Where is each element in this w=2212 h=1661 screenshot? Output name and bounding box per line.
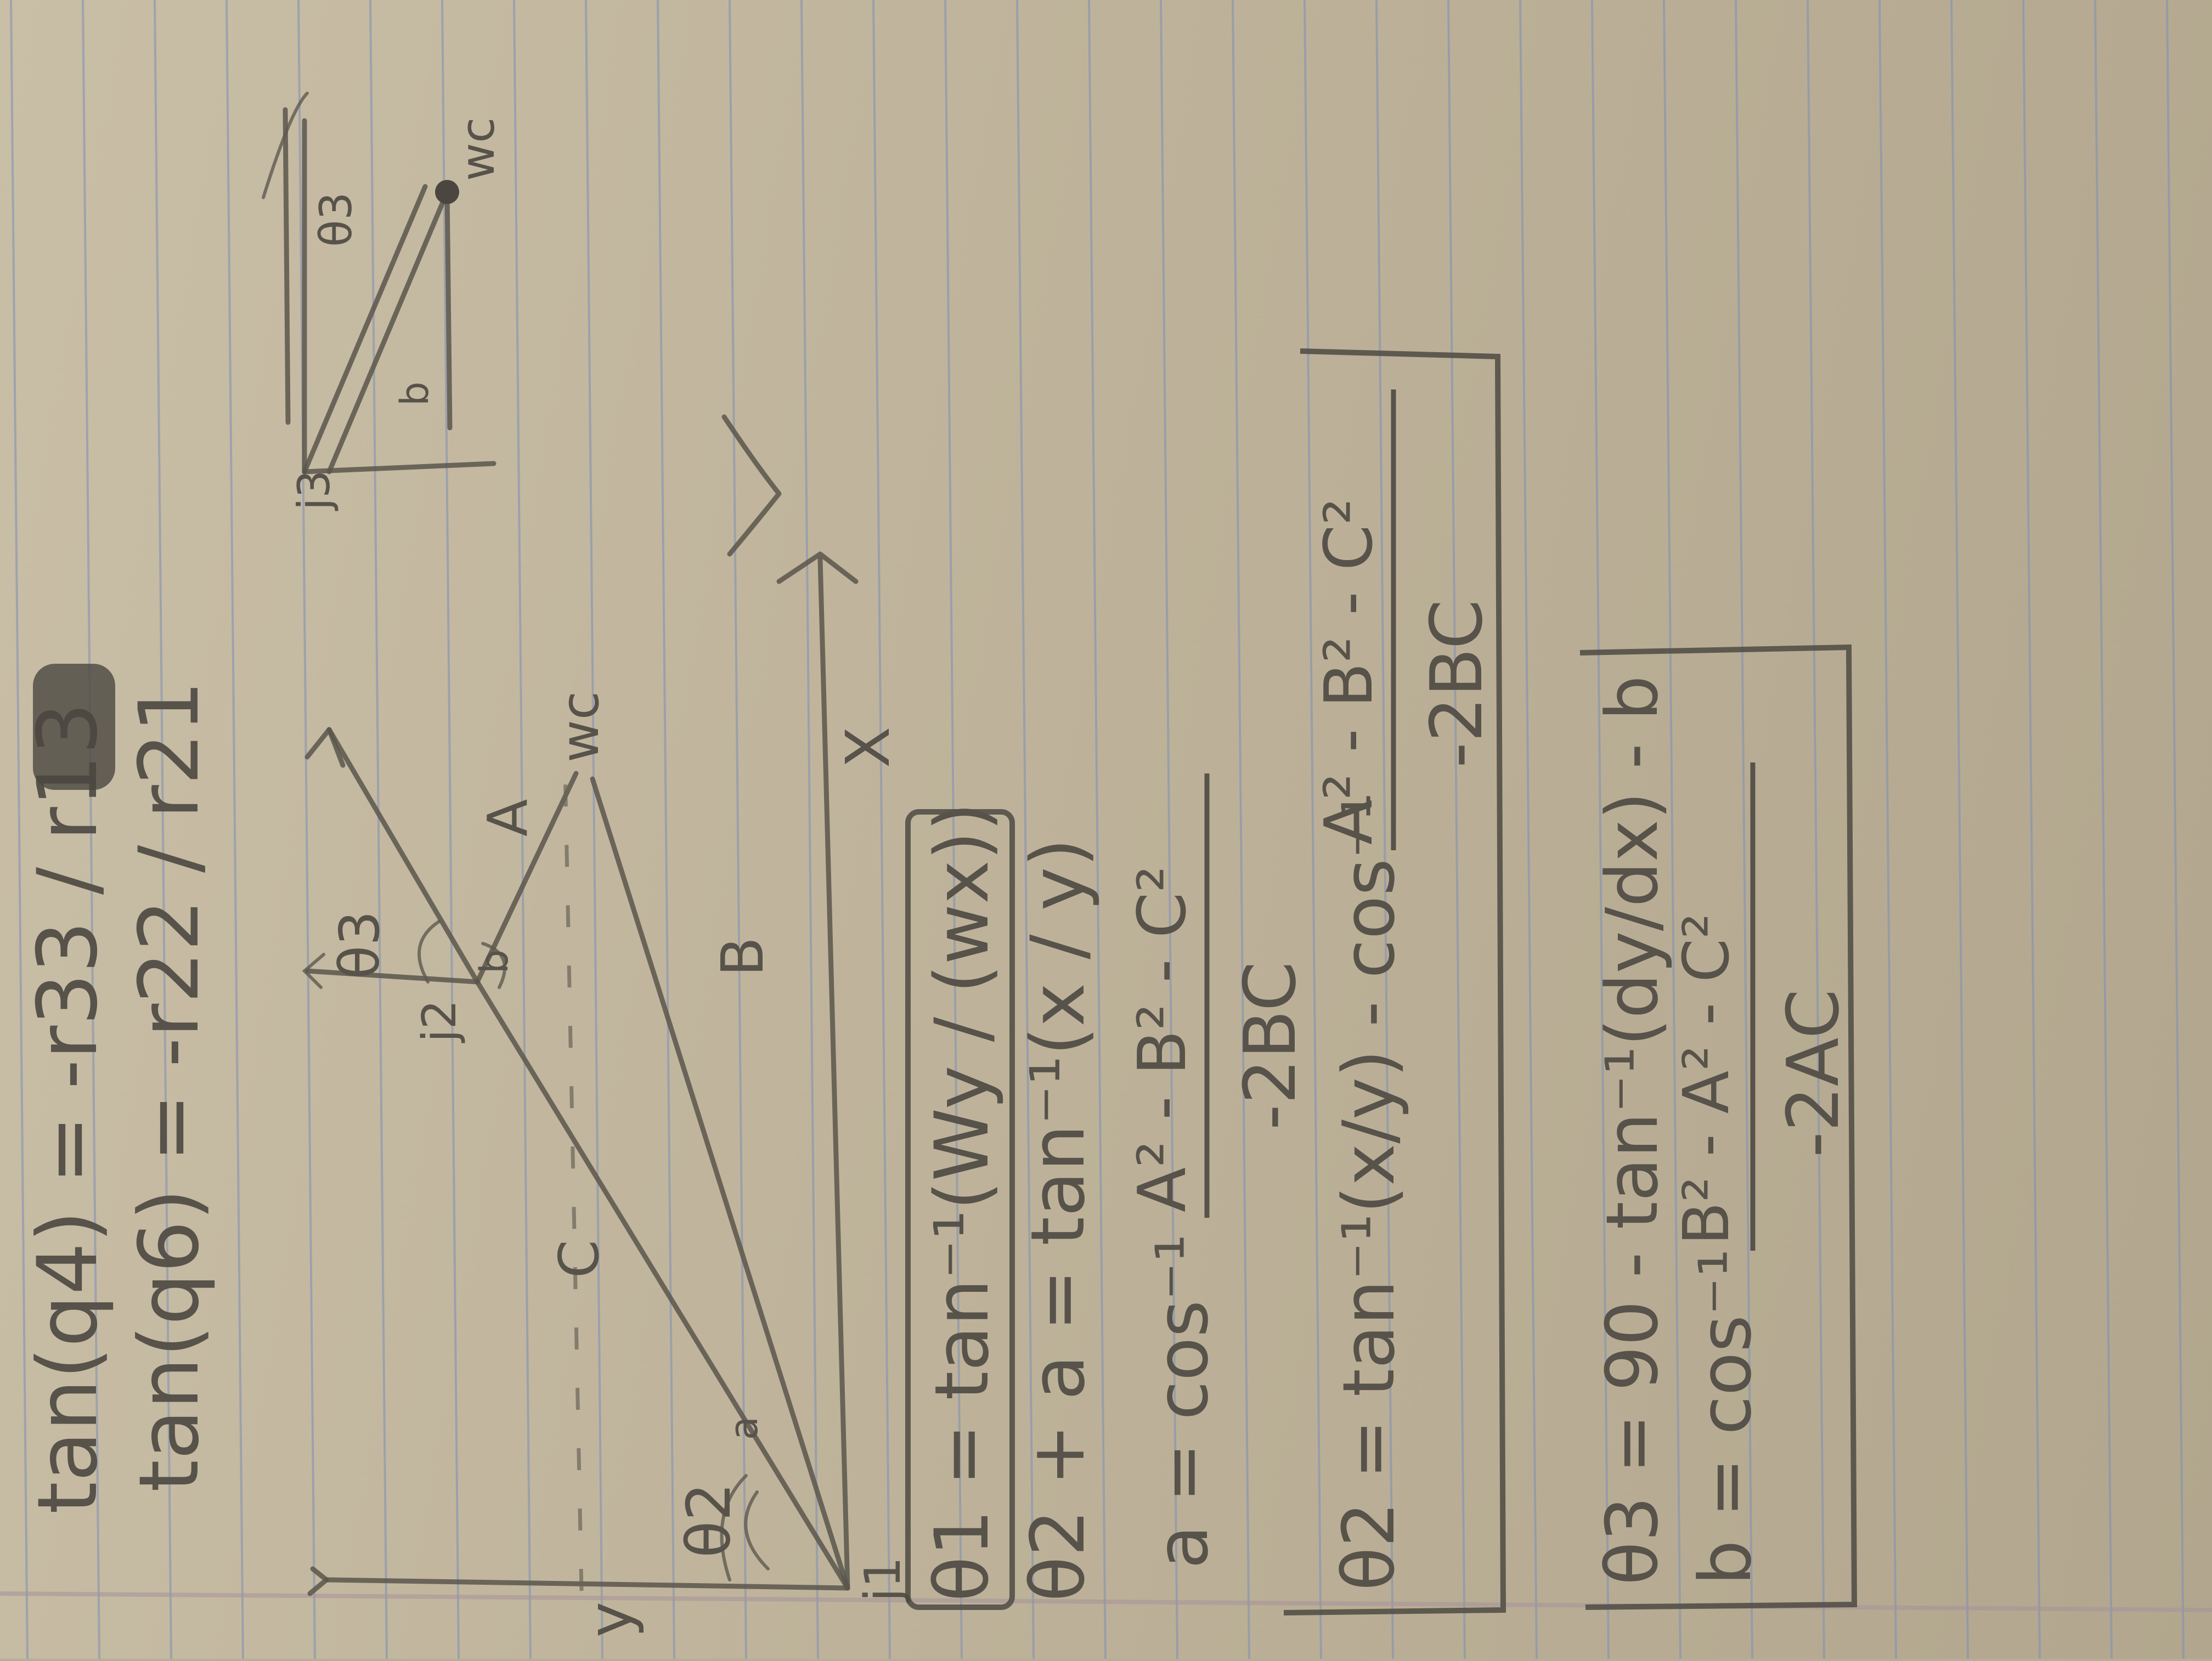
inset-label-theta3: θ3 <box>311 192 362 247</box>
rule-line <box>2166 0 2185 1659</box>
header-line-1: tan(q4) = -r33 / r13 <box>20 702 116 1514</box>
link-a-upper-line <box>326 727 480 985</box>
eq5-box <box>1579 644 1858 1610</box>
header-line-2: tan(q6) = -r22 / r21 <box>122 680 217 1492</box>
label-angle-b: b <box>472 950 517 974</box>
label-theta3: θ3 <box>328 911 392 979</box>
angle-b-arc <box>481 942 506 989</box>
rule-line <box>800 0 819 1659</box>
eq-column-1: θ1 = tan⁻¹(Wy / (wx)) θ2 + a = tan⁻¹(x /… <box>919 803 1101 1602</box>
eq6-lhs: b = cos⁻¹ <box>1684 1248 1767 1585</box>
eq-theta3: θ3 = 90 - tan⁻¹(dy/dx) - b b = cos⁻¹ B² … <box>1590 675 1855 1585</box>
rule-line <box>369 0 388 1659</box>
rule-line <box>1160 0 1178 1659</box>
rule-line <box>1519 0 1538 1659</box>
label-j1: j1 <box>854 1557 912 1603</box>
theta3-arc <box>417 920 441 984</box>
rule-line <box>225 0 244 1659</box>
label-angle-a: a <box>721 1416 766 1440</box>
inset-link-line <box>326 189 450 474</box>
eq5-text: θ3 = 90 - tan⁻¹(dy/dx) - b <box>1590 675 1674 1585</box>
eq4-numerator: A² - B² - C² <box>1311 498 1387 845</box>
label-side-B: B <box>709 937 776 976</box>
header-equations: tan(q4) = -r33 / r13 tan(q6) = -r22 / r2… <box>20 680 217 1514</box>
rule-line <box>944 0 963 1659</box>
rule-line <box>441 0 460 1659</box>
inset-base-line <box>302 461 496 474</box>
eq-a-definition: a = cos⁻¹ A² - B² - C² -2BC <box>1125 773 1312 1569</box>
theta2-arc <box>720 1474 748 1581</box>
rule-line <box>1591 0 1610 1659</box>
rule-line <box>10 0 29 1659</box>
label-side-C: C <box>547 1240 611 1278</box>
angle-a-arc <box>744 1490 770 1570</box>
inset-bracket <box>721 414 782 557</box>
rule-line <box>1447 0 1466 1659</box>
x-axis-arrow <box>776 551 859 584</box>
inset-label-wc: wc <box>451 117 505 181</box>
inset-shade-line-2 <box>283 107 291 425</box>
label-axis-y: y <box>575 1602 645 1637</box>
rule-line <box>297 0 316 1659</box>
eq3-numerator: A² - B² - C² <box>1125 866 1201 1212</box>
link-c-line <box>475 979 850 1591</box>
eq4-denominator: -2BC <box>1415 600 1498 768</box>
rule-line <box>729 0 747 1659</box>
label-theta2: θ2 <box>674 1483 744 1558</box>
j2-vertical-arrow <box>302 953 325 989</box>
inset-vertical-line <box>444 189 453 431</box>
eq4-lhs: θ2 = tan⁻¹(x/y) - cos⁻¹ <box>1327 792 1410 1591</box>
inset-link-line-2 <box>302 184 428 474</box>
y-axis-line <box>324 1577 850 1591</box>
rule-line <box>154 0 172 1659</box>
rule-line <box>1088 0 1107 1659</box>
y-axis-arrow <box>307 1566 329 1596</box>
ruled-lines <box>10 0 2185 1659</box>
eq6-numerator: B² - A² - C² <box>1670 913 1743 1245</box>
rule-line <box>1807 0 1825 1659</box>
rule-line <box>657 0 675 1659</box>
rule-line <box>1232 0 1250 1659</box>
eq6-denominator: -2AC <box>1771 989 1855 1157</box>
rule-line <box>1304 0 1322 1659</box>
eq1-box <box>905 809 1015 1610</box>
rule-line <box>2022 0 2041 1659</box>
rule-line <box>1663 0 1681 1659</box>
inset-top-arc <box>262 92 309 199</box>
label-side-A: A <box>476 799 540 837</box>
rule-line <box>1950 0 1969 1659</box>
label-j2: j2 <box>413 999 467 1043</box>
label-axis-x: X <box>833 727 903 768</box>
eq3-denominator: -2BC <box>1228 962 1312 1130</box>
dashed-reference-line <box>563 767 584 1591</box>
inset-label-j3: j3 <box>289 470 340 511</box>
rule-line <box>1016 0 1035 1659</box>
eq2-text: θ2 + a = tan⁻¹(x / y) <box>1015 838 1101 1602</box>
rule-line <box>1878 0 1897 1659</box>
eq4-box <box>1283 348 1506 1615</box>
main-triangle-diagram: j1 j2 wc θ2 θ3 a b A B C X y <box>302 551 912 1637</box>
rule-line <box>1735 0 1753 1659</box>
rule-line <box>585 0 603 1659</box>
rule-line <box>2094 0 2113 1659</box>
label-wc: wc <box>550 691 611 762</box>
eq3-lhs: a = cos⁻¹ <box>1141 1234 1224 1569</box>
inset-label-b: b <box>392 382 437 406</box>
inset-diagram: j3 wc θ3 b <box>262 92 782 557</box>
scribble-blob <box>33 664 115 790</box>
rule-line <box>513 0 532 1659</box>
eq-theta2: θ2 = tan⁻¹(x/y) - cos⁻¹ A² - B² - C² -2B… <box>1311 389 1498 1591</box>
eq1-text: θ1 = tan⁻¹(Wy / (wx)) <box>919 803 1005 1602</box>
inset-wc-point <box>435 180 459 204</box>
side-b-line <box>590 776 850 1591</box>
rule-line <box>82 0 100 1659</box>
link-a-arrow <box>304 727 346 768</box>
rule-line <box>872 0 891 1659</box>
rule-line <box>1375 0 1394 1659</box>
x-axis-line <box>817 557 850 1591</box>
j2-vertical-line <box>304 968 480 985</box>
